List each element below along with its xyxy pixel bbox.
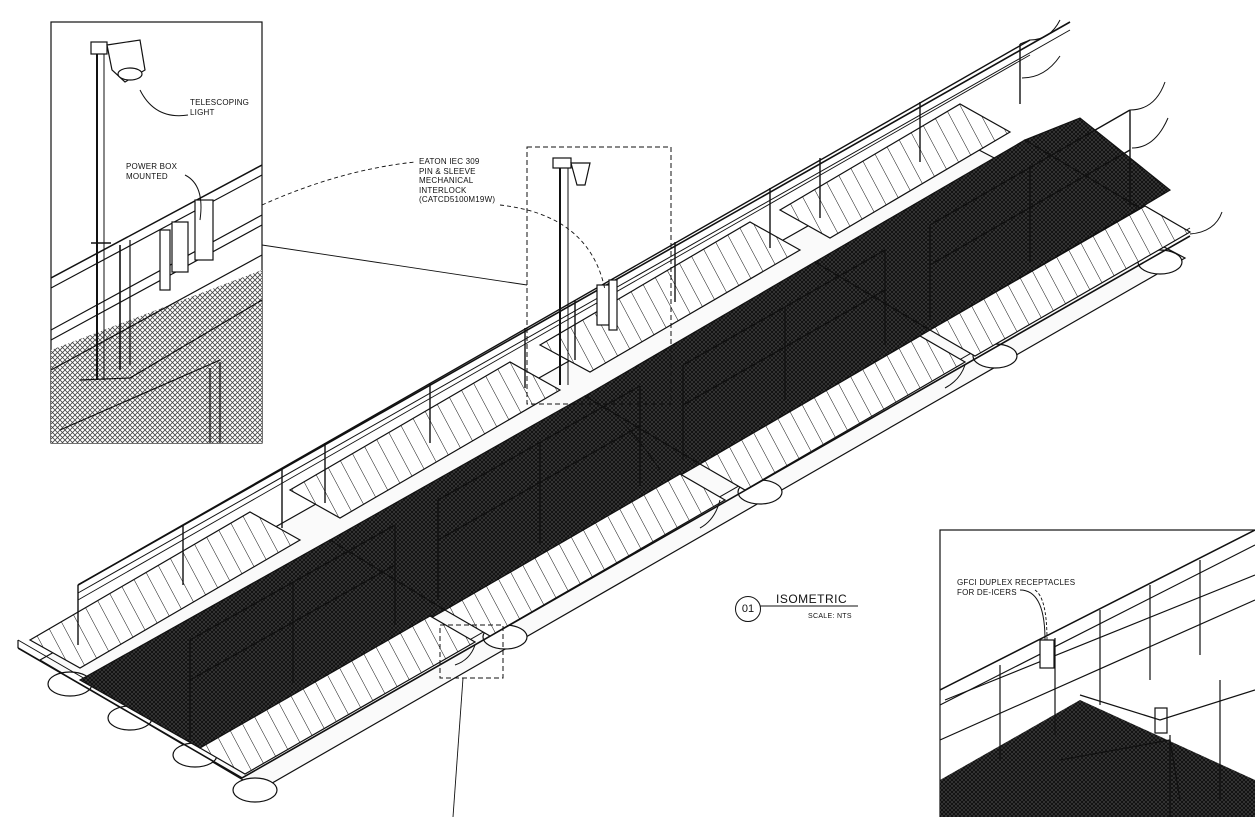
callout-telescoping-light: TELESCOPING LIGHT (190, 98, 250, 117)
detail-view-light-powerbox (50, 21, 263, 444)
detail-frame-interlock (526, 146, 672, 405)
callout-gfci: GFCI DUPLEX RECEPTACLES FOR DE-ICERS (957, 578, 1076, 597)
side-finger-rails (28, 103, 1192, 775)
grated-deck-sections (78, 117, 1172, 749)
leader-lines (261, 161, 1048, 817)
detail-view-gfci (939, 529, 1255, 817)
view-scale: SCALE: NTS (808, 613, 852, 620)
main-dock-assembly (17, 19, 1223, 803)
callout-eaton-interlock: EATON IEC 309 PIN & SLEEVE MECHANICAL IN… (419, 157, 496, 204)
front-handrails (189, 81, 1223, 740)
callout-power-box: POWER BOX MOUNTED (126, 162, 178, 181)
view-number-circle: 01 (735, 596, 761, 622)
detail-frame-gfci (439, 624, 504, 679)
pedestal-light (552, 157, 618, 385)
view-title: ISOMETRIC (776, 592, 848, 606)
back-handrail (77, 19, 1061, 645)
